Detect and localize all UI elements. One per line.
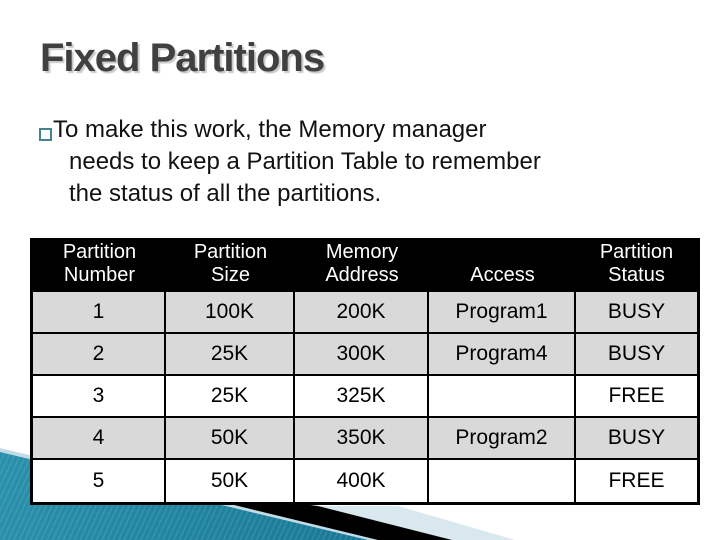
cell-status: BUSY xyxy=(576,292,697,334)
header-cell-memory-address: Memory Address xyxy=(295,241,429,292)
cell-address: 200K xyxy=(295,292,429,334)
header-cell-partition-status: Partition Status xyxy=(576,241,697,292)
bullet-line: needs to keep a Partition Table to remem… xyxy=(69,148,541,175)
header-line: Address xyxy=(325,264,399,286)
header-cell-partition-number: Partition Number xyxy=(33,241,166,292)
cell-number: 3 xyxy=(33,376,166,418)
cell-status: FREE xyxy=(576,460,697,502)
header-line: Partition xyxy=(62,241,137,263)
cell-status: BUSY xyxy=(576,418,697,460)
cell-size: 25K xyxy=(166,376,295,418)
square-bullet-icon xyxy=(39,128,52,141)
cell-address: 300K xyxy=(295,334,429,376)
cell-number: 2 xyxy=(33,334,166,376)
cell-number: 4 xyxy=(33,418,166,460)
cell-address: 350K xyxy=(295,418,429,460)
cell-access: Program2 xyxy=(429,418,576,460)
cell-number: 5 xyxy=(33,460,166,502)
cell-address: 325K xyxy=(295,376,429,418)
cell-address: 400K xyxy=(295,460,429,502)
cell-access: Program4 xyxy=(429,334,576,376)
cell-access xyxy=(429,460,576,502)
cell-size: 50K xyxy=(166,460,295,502)
cell-access xyxy=(429,376,576,418)
bullet-line: To make this work, the Memory manager xyxy=(53,116,487,143)
header-line: Number xyxy=(63,264,136,286)
header-cell-partition-size: Partition Size xyxy=(166,241,295,292)
header-line: Partition xyxy=(193,241,268,263)
cell-status: FREE xyxy=(576,376,697,418)
header-line: Partition xyxy=(599,241,674,263)
cell-size: 25K xyxy=(166,334,295,376)
header-line: Memory xyxy=(325,241,399,263)
partition-table: Partition Number Partition Size Memory A… xyxy=(30,238,700,505)
header-line: Status xyxy=(608,264,665,286)
header-line: Size xyxy=(211,264,250,286)
header-cell-access: Access xyxy=(429,241,576,292)
bullet-line: the status of all the partitions. xyxy=(69,180,382,207)
cell-size: 100K xyxy=(166,292,295,334)
cell-access: Program1 xyxy=(429,292,576,334)
bullet-item: To make this work, the Memory manager ne… xyxy=(36,114,686,210)
cell-size: 50K xyxy=(166,418,295,460)
cell-status: BUSY xyxy=(576,334,697,376)
cell-number: 1 xyxy=(33,292,166,334)
header-line: Access xyxy=(470,264,535,286)
slide-title: Fixed Partitions xyxy=(40,36,325,80)
